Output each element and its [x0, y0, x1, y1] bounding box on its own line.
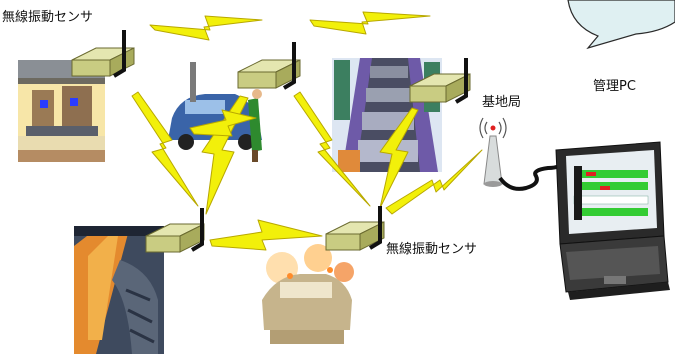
lightning-bolt-icon [149, 15, 263, 41]
lightning-bolt-icon [293, 91, 371, 207]
lightning-bolt-icon [189, 109, 257, 137]
sensor-label-top: 無線振動センサ [2, 10, 94, 25]
sensor-5 [325, 206, 385, 251]
sensor-4 [145, 208, 205, 253]
factory-photo-car-welding [262, 244, 354, 344]
lightning-bolt-icon [309, 11, 431, 35]
base-station-label: 基地局 [482, 95, 522, 110]
factory-photo-conveyor [332, 58, 442, 172]
factory-photo-molten-metal [74, 226, 164, 354]
sensor-3 [409, 58, 471, 104]
sensor-2 [237, 42, 301, 90]
sensor-1 [71, 30, 135, 78]
base-station-antenna-icon [479, 117, 507, 187]
management-pc-label: 管理PC [593, 79, 636, 94]
lightning-bolt-icon [209, 219, 323, 251]
factory-photo-left [18, 60, 105, 162]
sensor-label-bottom: 無線振動センサ [386, 242, 478, 257]
lightning-bolt-icon [131, 91, 199, 207]
laptop-icon [555, 141, 670, 300]
callout-bubble [567, 0, 675, 50]
lightning-bolt-icon [201, 95, 249, 215]
station-cable [498, 158, 568, 191]
lightning-bolt-icon [385, 149, 483, 215]
wireless-links [131, 11, 483, 251]
lightning-bolt-icon [379, 107, 419, 209]
